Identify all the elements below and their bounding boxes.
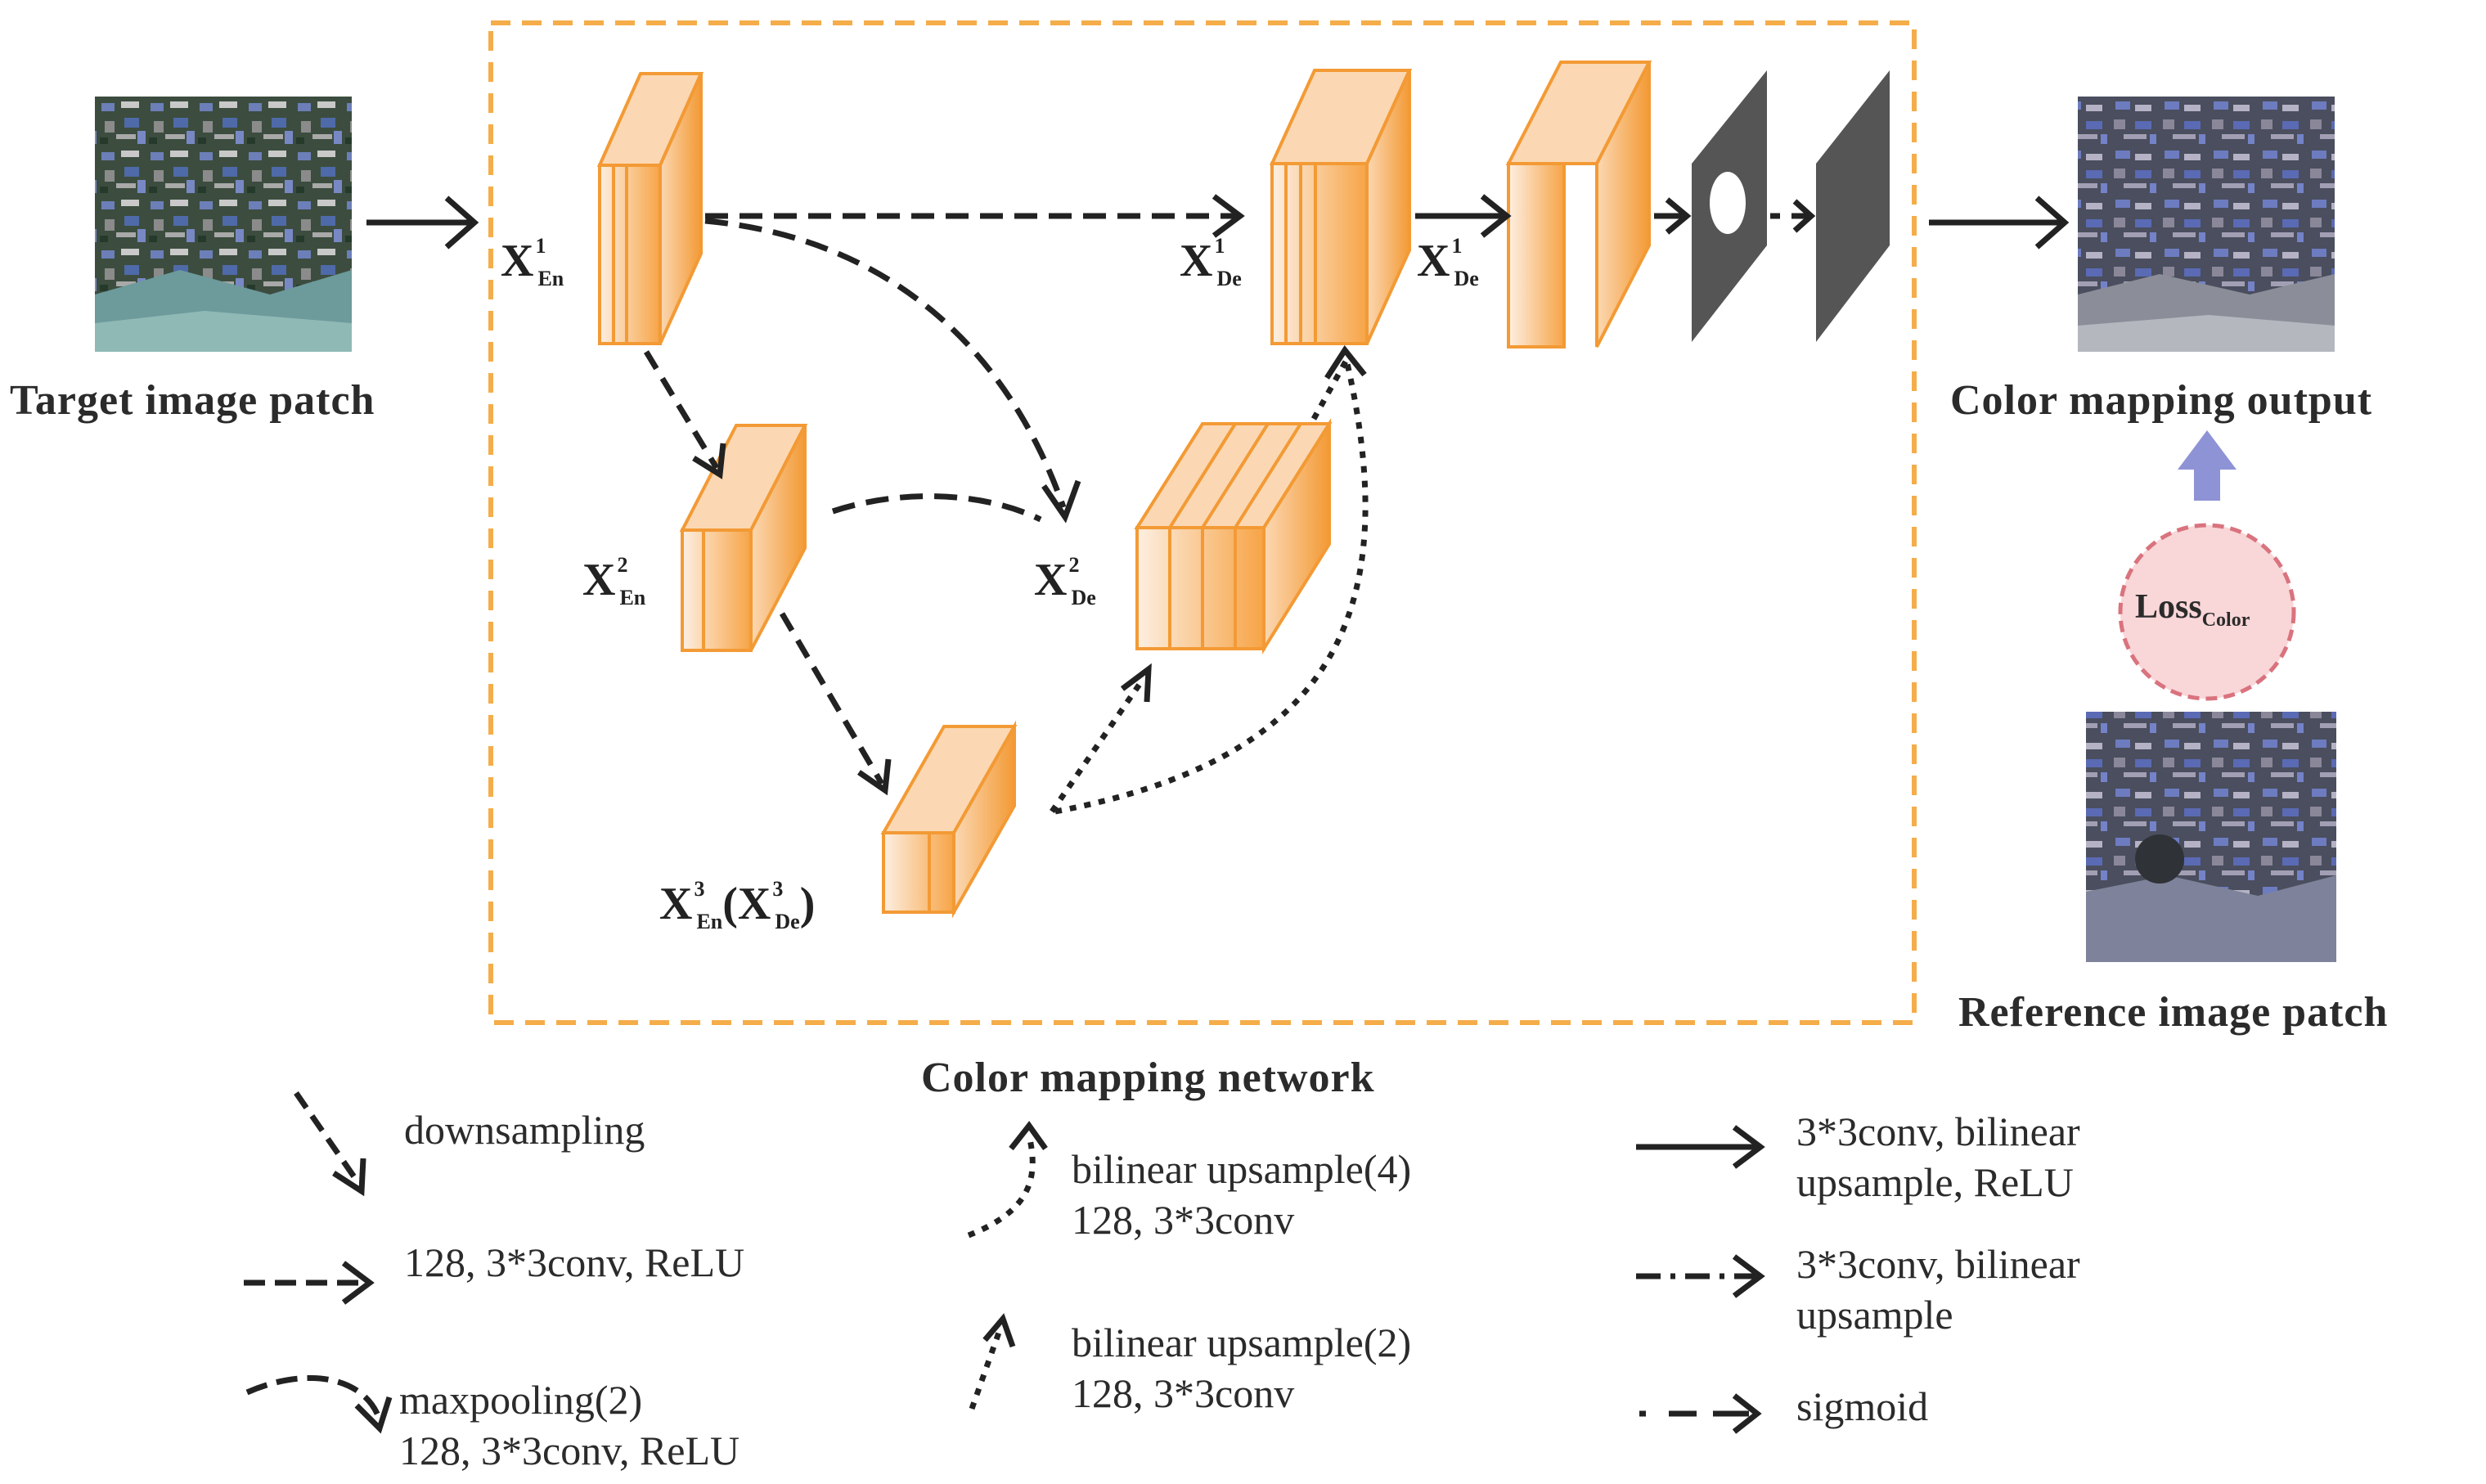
decoder-block-1b [1505, 61, 1652, 349]
legend-conv-bilinear: 3*3conv, bilinear upsample [1796, 1239, 2080, 1340]
label-x-de-1b: X1De [1417, 234, 1479, 291]
var-sub: En [619, 586, 646, 609]
var-base: X [737, 879, 771, 929]
var-sup: 3 [772, 877, 784, 901]
legend-conv-bilinear-relu-line1: 3*3conv, bilinear [1796, 1109, 2080, 1154]
var-sub: De [1216, 267, 1242, 290]
legend-bilinear4: bilinear upsample(4) 128, 3*3conv [1072, 1144, 1411, 1245]
legend-conv-bilinear-relu-line2: upsample, ReLU [1796, 1159, 2074, 1205]
loss-up-arrow [2178, 430, 2237, 501]
legend-conv-relu: 128, 3*3conv, ReLU [404, 1239, 745, 1285]
target-image-patch [95, 97, 352, 352]
legend-sigmoid-symbol [1639, 1393, 1762, 1434]
label-x-en-1: X1En [501, 234, 564, 291]
label-x-de-1: X1De [1180, 234, 1242, 291]
var-sup: 1 [535, 234, 546, 258]
var-base: X [582, 555, 616, 605]
encoder-block-3 [880, 720, 1018, 919]
output-image-patch [2078, 97, 2335, 352]
caption-output: Color mapping output [1950, 377, 2373, 424]
legend-bilinear4-line2: 128, 3*3conv [1072, 1197, 1295, 1243]
var-sup: 1 [1214, 234, 1225, 258]
decoder-block-2 [1134, 418, 1333, 654]
downsample-arrow-2 [779, 612, 892, 796]
input-arrow [366, 196, 479, 250]
legend-bilinear4-symbol [967, 1121, 1048, 1239]
var-base: X [1180, 236, 1213, 286]
legend-bilinear2-line1: bilinear upsample(2) [1072, 1320, 1412, 1365]
loss-circle [2118, 523, 2296, 701]
var-base: X [501, 236, 534, 286]
var-sup: 2 [1068, 553, 1080, 577]
var-sub: En [696, 910, 723, 933]
de1b-to-plane-arrow [1654, 197, 1692, 235]
var-sub: De [1454, 267, 1479, 290]
legend-dashdot-symbol [1636, 1254, 1765, 1298]
var-sup: 3 [694, 877, 705, 901]
skip-arrow-en1-de1 [705, 194, 1245, 238]
de1-to-de1b-arrow [1415, 194, 1512, 238]
decoder-block-1 [1269, 69, 1413, 345]
legend-bilinear4-line1: bilinear upsample(4) [1072, 1146, 1412, 1192]
legend-bilinear2: bilinear upsample(2) 128, 3*3conv [1072, 1317, 1411, 1419]
bilinear2-arrow [1050, 663, 1152, 813]
caption-network: Color mapping network [921, 1055, 1375, 1101]
var-base: X [659, 879, 693, 929]
var-paren-open: ( [722, 879, 738, 929]
activation-plane-2 [1816, 70, 1890, 342]
var-sup: 1 [1451, 234, 1463, 258]
maxpool-arrow-en2-de2 [831, 493, 1042, 523]
downsample-arrow-1 [644, 350, 726, 479]
legend-bilinear2-line2: 128, 3*3conv [1072, 1370, 1295, 1416]
label-x-en-2: X2En [582, 553, 645, 610]
legend-conv-relu-symbol [244, 1261, 375, 1305]
legend-maxpool-symbol [245, 1374, 393, 1434]
legend-bilinear2-symbol [969, 1313, 1016, 1410]
loss-label: LossColor [2135, 587, 2250, 632]
maxpool-arrow-en1-de2 [704, 218, 1081, 524]
legend-conv-bilinear-line2: upsample [1796, 1292, 1953, 1338]
var-sub: De [1071, 586, 1096, 609]
legend-maxpool-line1: maxpooling(2) [399, 1377, 643, 1423]
loss-main: Loss [2135, 588, 2202, 626]
legend-conv-bilinear-line1: 3*3conv, bilinear [1796, 1241, 2080, 1287]
legend-maxpool-line2: 128, 3*3conv, ReLU [399, 1428, 740, 1473]
encoder-block-2 [679, 424, 808, 652]
legend-sigmoid: sigmoid [1796, 1383, 1929, 1429]
reference-image-patch [2086, 712, 2336, 962]
legend-downsampling-symbol [294, 1091, 366, 1197]
activation-plane-1 [1692, 70, 1767, 342]
legend-solid-symbol [1636, 1125, 1765, 1169]
de2-to-de1-arrow [1310, 358, 1350, 420]
legend-downsampling: downsampling [404, 1107, 645, 1153]
legend-maxpool: maxpooling(2) 128, 3*3conv, ReLU [399, 1374, 740, 1476]
caption-reference: Reference image patch [1958, 989, 2389, 1036]
loss-sub: Color [2201, 609, 2250, 631]
plane-to-plane-arrow [1770, 199, 1816, 233]
legend-conv-bilinear-relu: 3*3conv, bilinear upsample, ReLU [1796, 1106, 2080, 1207]
label-x-de-2: X2De [1034, 553, 1096, 610]
output-arrow [1929, 196, 2070, 250]
var-sub: En [537, 267, 564, 290]
var-paren-close: ) [799, 879, 816, 929]
var-sub: De [775, 910, 800, 933]
caption-target: Target image patch [10, 377, 375, 424]
bilinear4-arrow [1054, 345, 1369, 815]
var-base: X [1034, 555, 1068, 605]
var-base: X [1417, 236, 1450, 286]
label-x-en-3: X3En(X3De) [659, 877, 815, 934]
var-sup: 2 [617, 553, 628, 577]
encoder-block-1 [596, 72, 704, 345]
